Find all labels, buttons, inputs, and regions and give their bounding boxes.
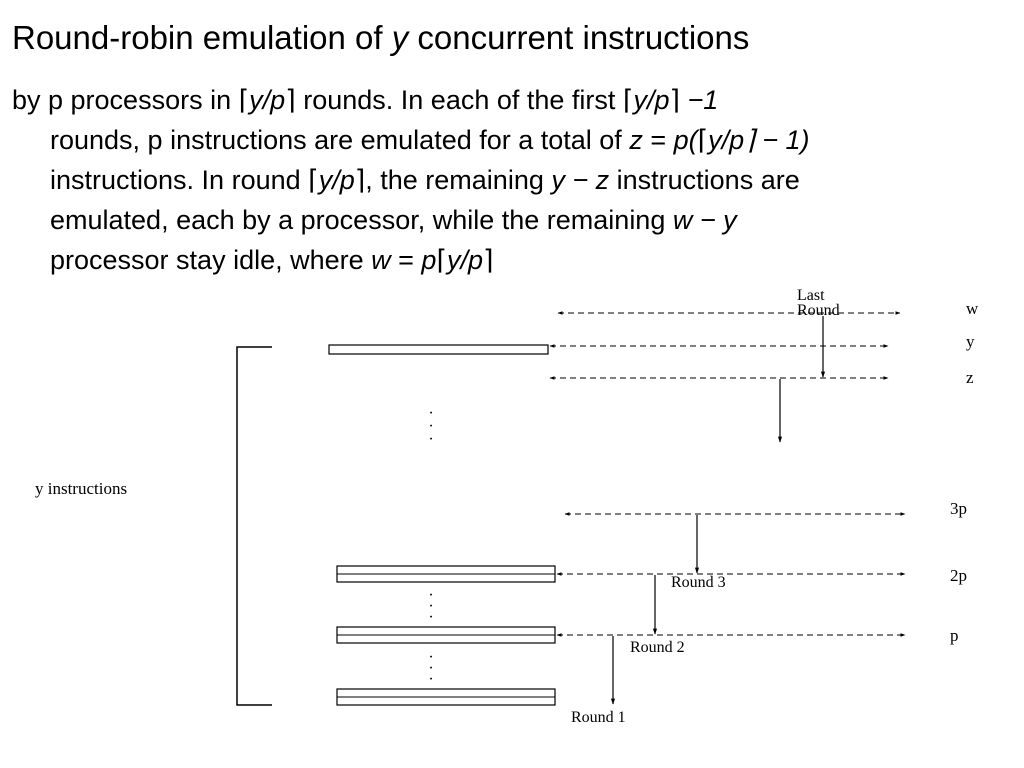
body-text-run: = bbox=[642, 125, 674, 155]
level-label-2p: 2p bbox=[950, 566, 967, 585]
level-label-w: w bbox=[966, 299, 979, 318]
title-post: concurrent instructions bbox=[408, 19, 750, 56]
body-text-run: ⌈ bbox=[308, 165, 319, 195]
svg-text:·: · bbox=[428, 587, 433, 604]
body-text-run: ⌉, the remaining bbox=[354, 165, 552, 195]
body-text-run: ⌈ bbox=[436, 245, 447, 275]
body-text-run: ⌉ bbox=[669, 85, 688, 115]
round-robin-diagram: y instructions · · · · · · · · · Las bbox=[35, 287, 979, 726]
math-term: y/p bbox=[249, 85, 286, 115]
svg-text:·: · bbox=[428, 649, 433, 666]
math-term: p( bbox=[673, 125, 698, 155]
math-term: y − z bbox=[551, 165, 610, 195]
svg-text:·: · bbox=[428, 671, 433, 688]
body-line: processor stay idle, where w = p⌈y/p⌉ bbox=[12, 240, 1012, 280]
body-text-run: ⌈ bbox=[622, 85, 634, 115]
body-text-run: = bbox=[390, 245, 422, 275]
math-term: p bbox=[421, 245, 437, 275]
round-3-label: Round 3 bbox=[671, 574, 726, 591]
math-term: w bbox=[371, 245, 391, 275]
body-line: instructions. In round ⌈y/p⌉, the remain… bbox=[12, 160, 1012, 200]
math-term: y/p bbox=[318, 165, 355, 195]
round-1-label: Round 1 bbox=[571, 709, 626, 726]
body-text-run: instructions. In round bbox=[50, 165, 309, 195]
math-term: ⌉ − 1) bbox=[744, 125, 810, 155]
math-term: −1 bbox=[687, 85, 719, 115]
svg-text:·: · bbox=[428, 418, 433, 435]
ellipsis-middle: · · · bbox=[428, 587, 433, 626]
body-text-run: processor stay idle, where bbox=[50, 245, 372, 275]
ellipsis-upper: · · · bbox=[428, 405, 433, 448]
math-term: w − y bbox=[672, 205, 737, 235]
body-text-run: instructions are bbox=[609, 165, 800, 195]
level-label-3p: 3p bbox=[950, 499, 967, 518]
level-label-z: z bbox=[966, 368, 974, 387]
level-label-y: y bbox=[966, 332, 975, 351]
body-line: by p processors in ⌈y/p⌉ rounds. In each… bbox=[12, 80, 1012, 120]
body-text-run: ⌉ bbox=[483, 245, 494, 275]
body-text-run: by p processors in bbox=[12, 85, 239, 115]
last-round-label-line1: Last bbox=[797, 287, 825, 304]
round-2-label: Round 2 bbox=[630, 639, 685, 656]
title-pre: Round-robin emulation of bbox=[12, 19, 392, 56]
body-text-run: ⌉ rounds. In each of the first bbox=[285, 85, 623, 115]
math-term: y/p bbox=[447, 245, 484, 275]
last-round-label-line2: Round bbox=[797, 302, 840, 319]
body-text-run: rounds, p instructions are emulated for … bbox=[50, 125, 630, 155]
level-label-p: p bbox=[950, 626, 959, 645]
body-text-run: emulated, each by a processor, while the… bbox=[50, 205, 673, 235]
math-term: y/p bbox=[708, 125, 745, 155]
svg-text:·: · bbox=[428, 405, 433, 422]
body-text-run: ⌈ bbox=[697, 125, 709, 155]
y-instructions-label: y instructions bbox=[35, 479, 127, 498]
body-text-run: ⌈ bbox=[238, 85, 250, 115]
ellipsis-lower: · · · bbox=[428, 649, 433, 688]
body-line: rounds, p instructions are emulated for … bbox=[12, 120, 1012, 160]
svg-text:·: · bbox=[428, 609, 433, 626]
slide-title: Round-robin emulation of y concurrent in… bbox=[12, 18, 749, 58]
math-term: z bbox=[629, 125, 643, 155]
body-line: emulated, each by a processor, while the… bbox=[12, 200, 1012, 240]
svg-text:·: · bbox=[428, 660, 433, 677]
y-instructions-bracket bbox=[236, 346, 272, 706]
slide-body: by p processors in ⌈y/p⌉ rounds. In each… bbox=[12, 80, 1012, 280]
title-variable-y: y bbox=[391, 19, 409, 56]
svg-text:·: · bbox=[428, 431, 433, 448]
math-term: y/p bbox=[633, 85, 670, 115]
instruction-bar-top bbox=[328, 344, 549, 355]
svg-text:·: · bbox=[428, 598, 433, 615]
